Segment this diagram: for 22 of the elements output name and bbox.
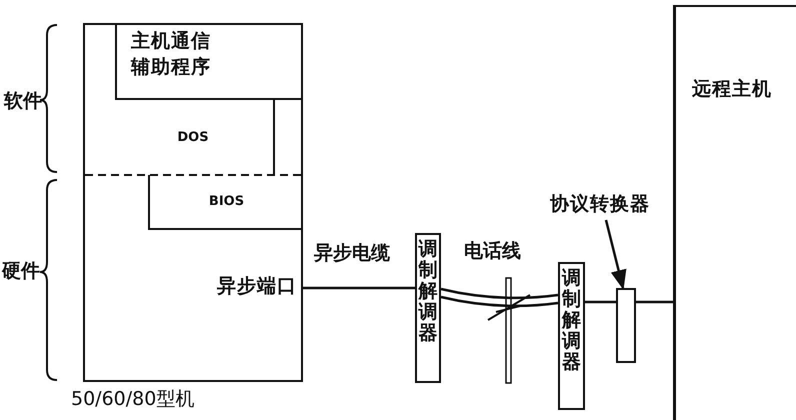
- side-label: 硬件: [2, 259, 40, 284]
- modem-label: 调制解调器: [418, 239, 438, 346]
- converter-text: 协议转换器: [550, 192, 650, 218]
- cable-line: [440, 288, 560, 308]
- modem-box: [415, 233, 441, 383]
- remote-host-box: [673, 5, 796, 420]
- port-label: 异步端口: [217, 274, 297, 300]
- machine-caption: 50/60/80型机: [71, 387, 194, 412]
- converter-box: [616, 288, 636, 363]
- cable-line: [303, 286, 415, 290]
- side-label: 软件: [4, 89, 42, 114]
- cable-line: [636, 300, 673, 304]
- leader-arrow: [604, 220, 626, 290]
- host-label: 远程主机: [692, 77, 772, 102]
- bios-label: BIOS: [208, 194, 244, 209]
- cable-line: [585, 300, 616, 304]
- modem-box: [558, 262, 585, 410]
- program-box: [115, 23, 303, 100]
- modem-label: 调制解调器: [562, 268, 581, 375]
- dos-label: DOS: [177, 130, 209, 145]
- program-label: 主机通信辅助程序: [131, 29, 212, 80]
- bios-box: [148, 175, 303, 230]
